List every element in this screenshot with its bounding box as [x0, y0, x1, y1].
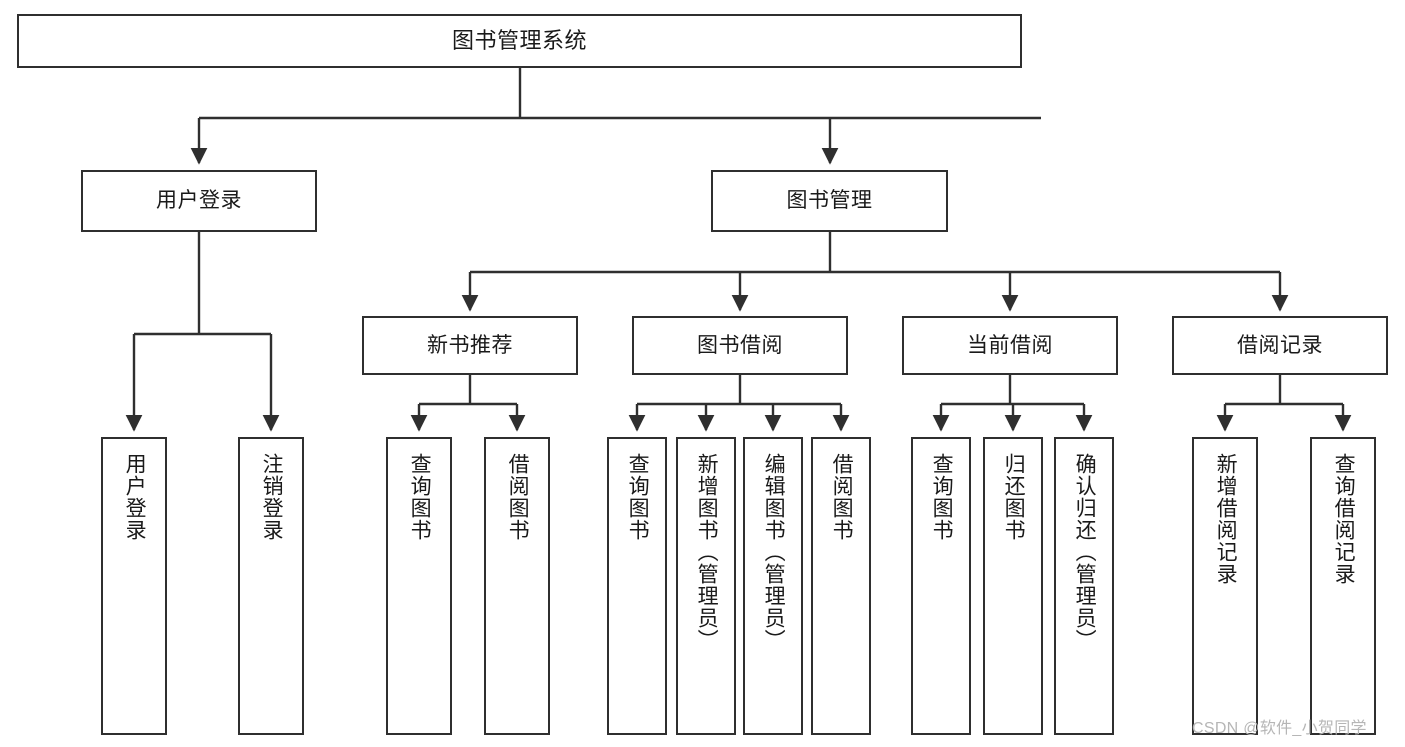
node-current-borrow-label: 当前借阅	[967, 333, 1053, 357]
node-leaf-logout-login-label: 注销登录	[260, 453, 284, 541]
node-book-borrow-label: 图书借阅	[697, 333, 783, 357]
node-leaf-user-login-label: 用户登录	[123, 453, 147, 541]
node-borrow-record[interactable]: 借阅记录	[1172, 316, 1388, 375]
node-user-login-label: 用户登录	[156, 189, 242, 213]
node-leaf-return-book[interactable]: 归还图书	[983, 437, 1043, 735]
node-leaf-logout-login[interactable]: 注销登录	[238, 437, 304, 735]
node-leaf-confirm-return-label: 确认归还（管理员）	[1073, 453, 1097, 651]
node-book-management[interactable]: 图书管理	[711, 170, 948, 232]
node-user-login[interactable]: 用户登录	[81, 170, 317, 232]
node-borrow-record-label: 借阅记录	[1237, 333, 1323, 357]
node-root-system-label: 图书管理系统	[451, 27, 587, 53]
node-leaf-edit-book[interactable]: 编辑图书（管理员）	[743, 437, 803, 735]
node-leaf-query-book-current-label: 查询图书	[930, 453, 954, 541]
node-leaf-edit-book-label: 编辑图书（管理员）	[762, 453, 786, 651]
node-new-book-recommend[interactable]: 新书推荐	[362, 316, 578, 375]
node-leaf-query-book-recommend-label: 查询图书	[408, 453, 432, 541]
node-leaf-query-borrow-record[interactable]: 查询借阅记录	[1310, 437, 1376, 735]
node-leaf-query-book-borrow[interactable]: 查询图书	[607, 437, 667, 735]
node-leaf-add-borrow-record[interactable]: 新增借阅记录	[1192, 437, 1258, 735]
node-leaf-confirm-return[interactable]: 确认归还（管理员）	[1054, 437, 1114, 735]
node-leaf-borrow-book-label: 借阅图书	[830, 453, 854, 541]
node-book-borrow[interactable]: 图书借阅	[632, 316, 848, 375]
node-new-book-recommend-label: 新书推荐	[427, 333, 513, 357]
node-leaf-borrow-book[interactable]: 借阅图书	[811, 437, 871, 735]
node-leaf-add-book[interactable]: 新增图书（管理员）	[676, 437, 736, 735]
node-leaf-borrow-book-recommend-label: 借阅图书	[506, 453, 530, 541]
csdn-watermark: CSDN @软件_小贺同学	[1192, 720, 1367, 737]
node-leaf-return-book-label: 归还图书	[1002, 453, 1026, 541]
node-leaf-add-borrow-record-label: 新增借阅记录	[1214, 453, 1238, 585]
node-leaf-query-book-recommend[interactable]: 查询图书	[386, 437, 452, 735]
node-leaf-borrow-book-recommend[interactable]: 借阅图书	[484, 437, 550, 735]
node-book-management-label: 图书管理	[786, 189, 873, 213]
node-leaf-add-book-label: 新增图书（管理员）	[695, 453, 719, 651]
node-leaf-query-borrow-record-label: 查询借阅记录	[1332, 453, 1356, 585]
node-leaf-query-book-borrow-label: 查询图书	[626, 453, 650, 541]
node-root-system[interactable]: 图书管理系统	[17, 14, 1022, 68]
node-current-borrow[interactable]: 当前借阅	[902, 316, 1118, 375]
node-leaf-query-book-current[interactable]: 查询图书	[911, 437, 971, 735]
node-leaf-user-login[interactable]: 用户登录	[101, 437, 167, 735]
